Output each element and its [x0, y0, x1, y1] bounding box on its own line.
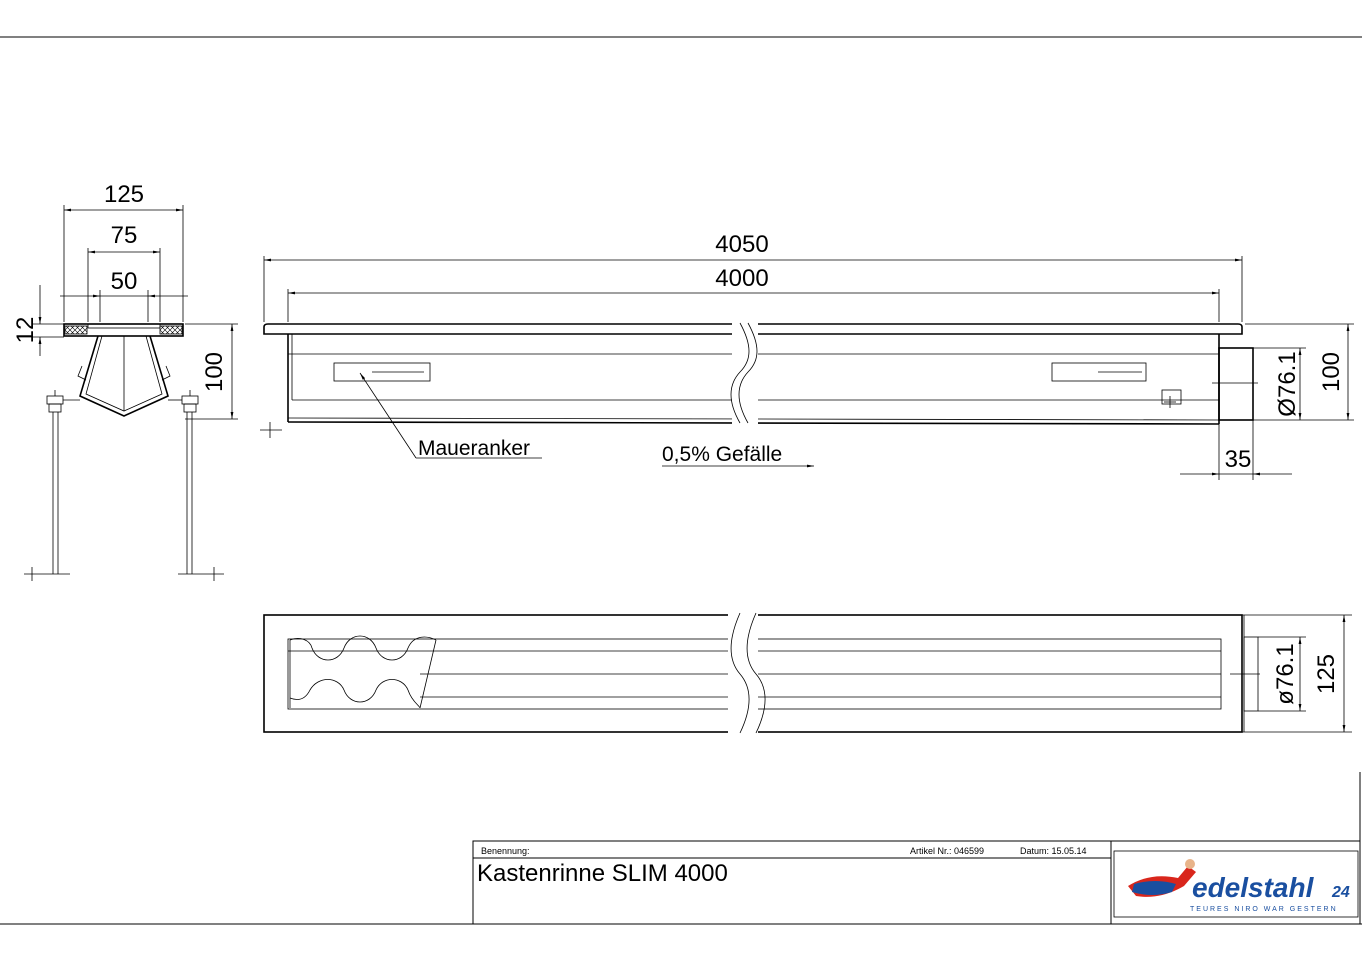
right-anchor-bolt [168, 390, 224, 581]
dim-width-125: 125 [104, 181, 144, 208]
dim-flange-12: 12 [12, 317, 39, 344]
logo-number: 24 [1331, 884, 1350, 901]
title-block-title: Kastenrinne SLIM 4000 [477, 860, 728, 887]
logo-tagline: TEURES NIRO WAR GESTERN [1190, 906, 1338, 913]
dim-top-width-125: 125 [1313, 654, 1340, 694]
dim-outlet-35: 35 [1225, 446, 1252, 473]
label-slope: 0,5% Gefälle [662, 443, 782, 466]
dim-width-75: 75 [111, 222, 138, 249]
title-block-date: Datum: 15.05.14 [1020, 846, 1087, 856]
label-maueranker: Maueranker [418, 437, 530, 460]
cross-section-view: 125 75 50 12 100 [12, 181, 238, 581]
dim-side-height-100: 100 [1318, 352, 1345, 392]
left-anchor-bolt [24, 390, 80, 581]
dim-height-100: 100 [201, 352, 228, 392]
dim-overall-4050: 4050 [715, 231, 768, 258]
dim-width-50: 50 [111, 268, 138, 295]
title-block: Benennung: Artikel Nr.: 046599 Datum: 15… [472, 840, 1361, 925]
dim-channel-4000: 4000 [715, 265, 768, 292]
dim-top-outlet-diameter: ø76.1 [1272, 643, 1299, 704]
logo-text: edelstahl [1192, 872, 1315, 903]
dim-outlet-diameter: Ø76.1 [1274, 351, 1301, 416]
edelstahl24-logo: edelstahl 24 TEURES NIRO WAR GESTERN [1113, 850, 1359, 918]
side-view: 4050 4000 Ø [260, 231, 1354, 480]
title-block-article: Artikel Nr.: 046599 [910, 846, 984, 856]
top-view: ø76.1 125 [263, 612, 1352, 736]
title-block-designation-label: Benennung: [481, 846, 530, 856]
